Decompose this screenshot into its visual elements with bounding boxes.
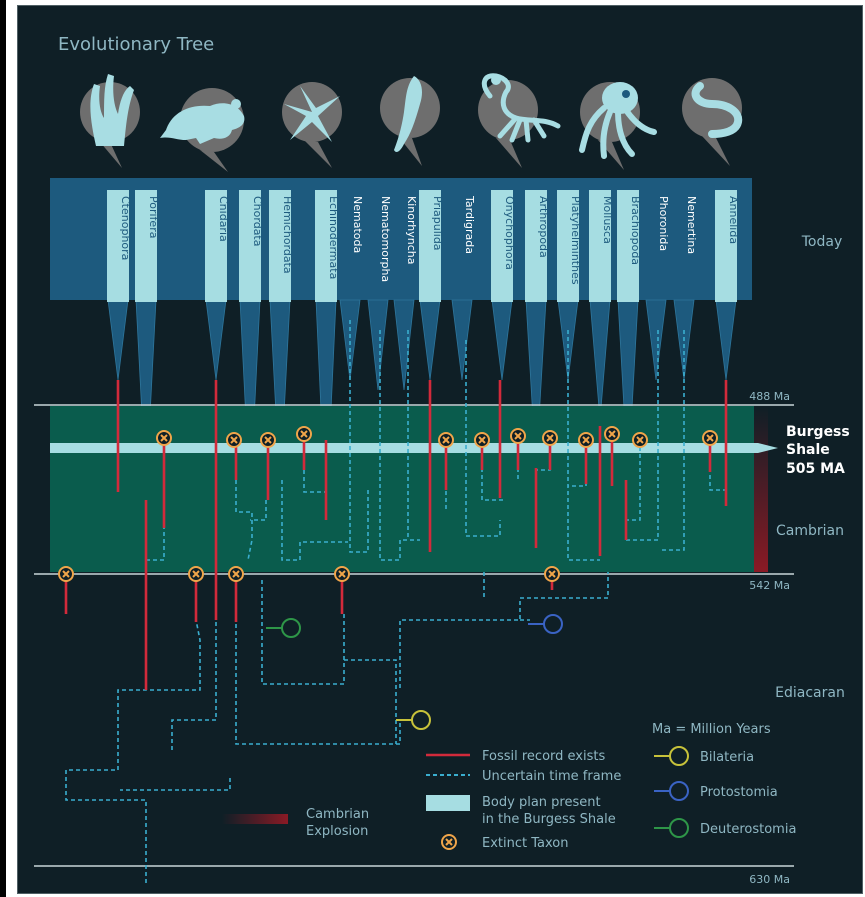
extinct-taxon-marker bbox=[605, 427, 619, 441]
taxon-label: Cnidaria bbox=[217, 196, 230, 242]
taxon-label: Mollusca bbox=[601, 196, 614, 244]
extinct-taxon-marker bbox=[543, 431, 557, 445]
lineage-triangle bbox=[206, 300, 226, 380]
taxon-label: Tardigrada bbox=[463, 195, 476, 254]
cambrian-band bbox=[50, 406, 754, 572]
legend-ma-note: Ma = Million Years bbox=[652, 722, 771, 737]
taxon-label: Nemertina bbox=[685, 196, 698, 254]
extinct-taxon-marker bbox=[157, 431, 171, 445]
lineage-triangle bbox=[492, 300, 512, 380]
lineage-triangle bbox=[452, 300, 472, 380]
lineage-triangle bbox=[394, 300, 414, 390]
taxon-label: Brachiopoda bbox=[629, 196, 642, 265]
taxon-label: Arthropoda bbox=[537, 196, 550, 258]
taxon-label: Annelida bbox=[727, 196, 740, 244]
extinct-taxon-marker bbox=[633, 433, 647, 447]
time-mark-630: 630 Ma bbox=[749, 873, 790, 886]
taxon-label: Porifera bbox=[147, 196, 160, 238]
extinct-taxon-marker bbox=[545, 567, 559, 581]
lineage-triangle bbox=[420, 300, 440, 380]
taxon-label: Phoronida bbox=[657, 196, 670, 251]
burgess-label-3: 505 MA bbox=[786, 461, 845, 477]
extinct-taxon-marker bbox=[511, 429, 525, 443]
legend-protostomia: Protostomia bbox=[700, 785, 778, 800]
taxon-label: Priapulida bbox=[431, 196, 444, 251]
legend-fossil: Fossil record exists bbox=[482, 749, 605, 764]
diagram-title: Evolutionary Tree bbox=[58, 34, 214, 55]
extinct-taxon-marker bbox=[335, 567, 349, 581]
taxon-label: Hemichordata bbox=[281, 196, 294, 274]
extinct-taxon-marker bbox=[59, 567, 73, 581]
starfish-icon bbox=[282, 82, 342, 168]
legend-protostomia-swatch bbox=[654, 782, 688, 800]
legend-extinct-swatch bbox=[442, 835, 456, 849]
taxon-label: Nematoda bbox=[351, 196, 364, 253]
extinct-taxon-marker bbox=[703, 431, 717, 445]
taxon-label: Echinodermata bbox=[327, 196, 340, 279]
taxon-label: Platyhelminthes bbox=[569, 196, 582, 285]
legend-body-plan-2: in the Burgess Shale bbox=[482, 812, 616, 827]
lineage-triangle bbox=[368, 300, 388, 390]
legend-cambrian-2: Explosion bbox=[306, 824, 368, 839]
legend-deuterostomia-swatch bbox=[654, 819, 688, 837]
extinct-taxon-marker bbox=[227, 433, 241, 447]
extinct-taxon-marker bbox=[475, 433, 489, 447]
time-mark-542: 542 Ma bbox=[749, 579, 790, 592]
extinct-taxon-marker bbox=[229, 567, 243, 581]
legend-extinct: Extinct Taxon bbox=[482, 836, 568, 851]
animal-icons bbox=[80, 74, 742, 172]
clade-marker-deuterostomia bbox=[266, 619, 300, 637]
lineage-triangle bbox=[108, 300, 128, 380]
clade-marker-protostomia bbox=[528, 615, 562, 633]
burgess-label-2: Shale bbox=[786, 442, 830, 458]
taxon-label: Ctenophora bbox=[119, 196, 132, 260]
clade-marker-bilateria bbox=[396, 711, 430, 729]
legend: Ma = Million Years Fossil record exists … bbox=[222, 722, 796, 851]
burgess-shale-band bbox=[50, 443, 778, 453]
legend-body-plan-swatch bbox=[426, 795, 470, 811]
lineage-triangle bbox=[340, 300, 360, 380]
mouse-icon bbox=[160, 88, 244, 172]
priapulid-worm-icon bbox=[380, 76, 440, 166]
legend-deuterostomia: Deuterostomia bbox=[700, 822, 796, 837]
legend-bilateria-swatch bbox=[654, 747, 688, 765]
time-mark-488: 488 Ma bbox=[749, 390, 790, 403]
sponge-icon bbox=[80, 74, 140, 168]
legend-uncertain: Uncertain time frame bbox=[482, 769, 621, 784]
taxon-label: Chordata bbox=[251, 196, 264, 247]
legend-cambrian-explosion-swatch bbox=[222, 814, 288, 824]
period-label-ediacaran: Ediacaran bbox=[775, 685, 845, 701]
extinct-taxon-marker bbox=[297, 427, 311, 441]
extinct-taxon-marker bbox=[261, 433, 275, 447]
lineage-triangle bbox=[646, 300, 666, 380]
octopus-icon bbox=[580, 82, 654, 170]
taxon-label: Nematomorpha bbox=[379, 196, 392, 282]
scorpion-icon bbox=[478, 75, 558, 168]
cambrian-explosion-bar bbox=[754, 406, 768, 572]
extinct-taxon-marker bbox=[439, 433, 453, 447]
period-label-today: Today bbox=[801, 234, 843, 250]
burgess-label-1: Burgess bbox=[786, 424, 850, 440]
lineage-triangle bbox=[716, 300, 736, 380]
period-label-cambrian: Cambrian bbox=[776, 523, 844, 539]
extinct-taxon-marker bbox=[189, 567, 203, 581]
legend-bilateria: Bilateria bbox=[700, 750, 754, 765]
taxon-label: Kinorhyncha bbox=[405, 196, 418, 265]
legend-cambrian-1: Cambrian bbox=[306, 807, 369, 822]
taxon-label: Onychophora bbox=[503, 196, 516, 270]
lineage-triangle bbox=[590, 300, 610, 420]
annelid-worm-icon bbox=[682, 78, 742, 166]
extinct-taxon-marker bbox=[579, 433, 593, 447]
legend-body-plan-1: Body plan present bbox=[482, 795, 601, 810]
